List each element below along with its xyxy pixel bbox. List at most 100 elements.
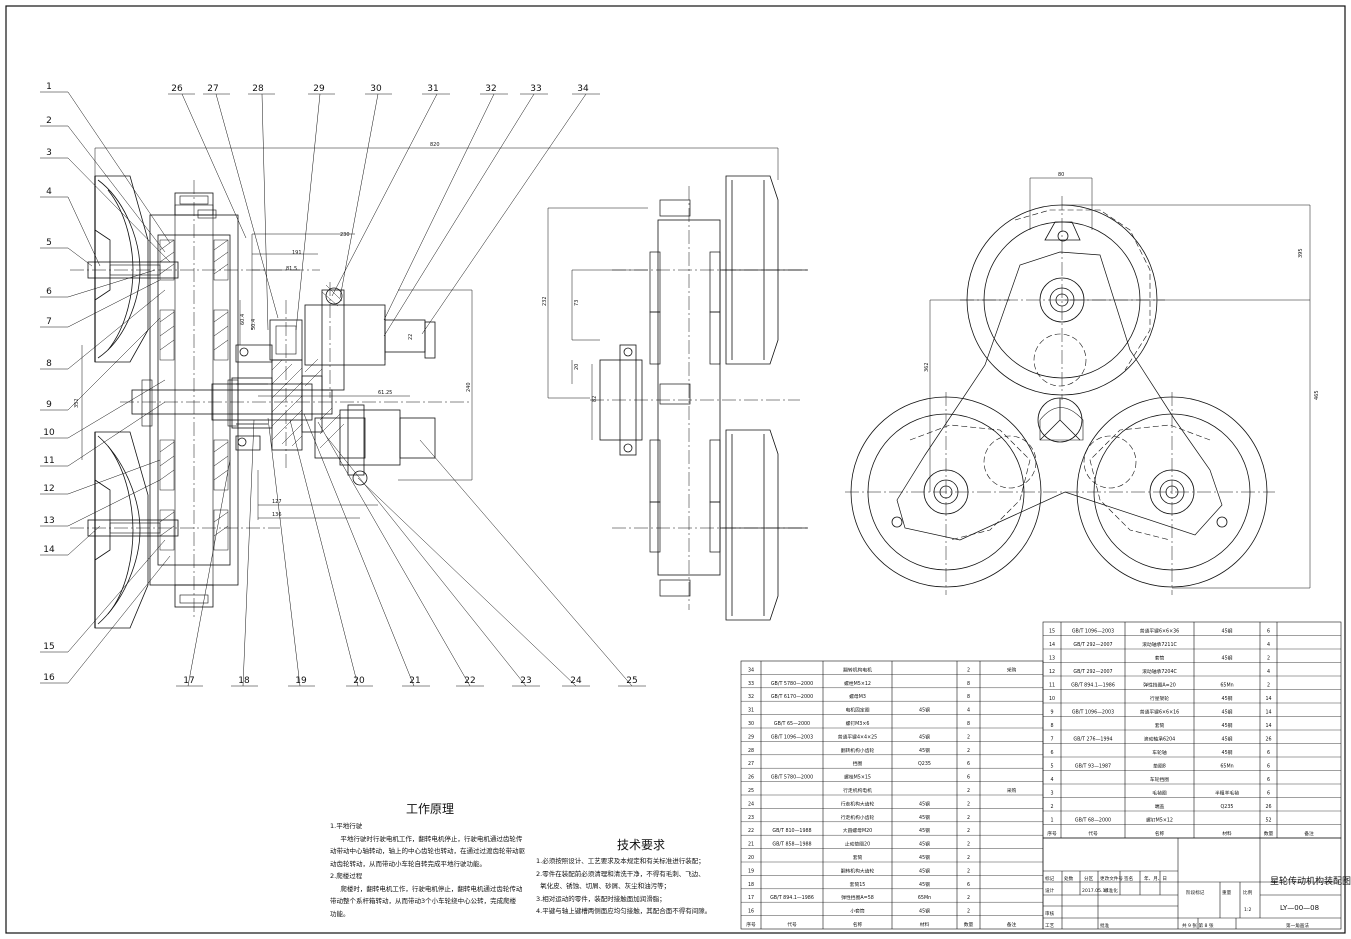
bom-cell: 6 [1267, 777, 1270, 783]
bom-cell: 26 [748, 775, 754, 781]
dim-22: 22 [408, 334, 414, 340]
bom-cell: 26 [1265, 737, 1271, 743]
dimension-labels: 820 230 191 81.5 60.4 50.4 61.25 127 136… [74, 142, 1320, 518]
bom-cell: GB/T 292—2007 [1073, 642, 1112, 648]
bom-cell: 2 [967, 895, 970, 901]
dim-362: 362 [924, 362, 930, 372]
dim-80: 80 [1058, 172, 1064, 178]
bom-cell: 采购 [1007, 666, 1017, 673]
bom-cell: GB/T 6170—2000 [771, 694, 813, 700]
bom-cell: 1 [1050, 818, 1053, 824]
bom-header-cell: 序号 [746, 921, 756, 928]
star-wheel-view [845, 177, 1311, 595]
bom-cell: 挡圈 [853, 760, 863, 767]
bom-cell: 45钢 [919, 733, 930, 740]
side-view [547, 175, 810, 621]
balloon-14: 14 [43, 545, 55, 555]
bom-cell: 45钢 [1222, 736, 1233, 743]
principle-line: 动齿轮转动，从而带动小车轮自转完成平地行驶功能。 [330, 859, 486, 868]
bom-cell: 65Mn [918, 895, 931, 901]
bom-left-grid [740, 660, 1044, 930]
bom-cell: 车轮挡圈 [1150, 776, 1169, 783]
bom-cell: 6 [967, 882, 970, 888]
bom-cell: 30 [748, 721, 754, 727]
bom-cell: 14 [1265, 723, 1271, 729]
bom-cell: GB/T 5780—2000 [771, 681, 813, 687]
balloon-23: 23 [520, 676, 531, 686]
bom-cell: 端盖 [1155, 803, 1165, 810]
bom-cell: 螺栓M5×12 [844, 680, 871, 687]
balloon-1: 1 [46, 82, 52, 92]
bom-cell: 毛毡圈 [1152, 790, 1167, 797]
balloon-21: 21 [409, 676, 420, 686]
dim-230: 230 [340, 232, 350, 238]
bom-cell: 弹性挡圈A=58 [841, 894, 874, 901]
bom-cell: 45钢 [919, 747, 930, 754]
bom-cell: 5 [1050, 764, 1053, 770]
bom-cell: GB/T 292—2007 [1073, 669, 1112, 675]
bom-cell: 套筒 [1155, 722, 1165, 729]
rev-doc: 更改文件号 [1100, 875, 1123, 882]
tech-line: 氧化皮、锈蚀、切屑、砂屑、灰尘和油污等； [536, 882, 671, 890]
bom-cell: Q235 [918, 761, 931, 767]
balloon-11: 11 [43, 456, 54, 466]
bom-header-cell: 序号 [1047, 830, 1057, 837]
bom-cell: 6 [967, 761, 970, 767]
bom-header-cell: 代号 [1088, 830, 1098, 837]
bom-cell: 45钢 [919, 827, 930, 834]
tech-line: 3.相对运动的零件，装配时接触面加润滑脂； [536, 894, 666, 903]
balloon-16: 16 [43, 673, 55, 683]
bom-cell: 34 [748, 667, 754, 673]
bom-cell: 45钢 [919, 841, 930, 848]
dim-240: 240 [466, 382, 472, 392]
bom-cell: GB/T 858—1988 [772, 842, 811, 848]
standard-label: 标准化 [1104, 887, 1118, 894]
bom-header-cell: 备注 [1304, 830, 1314, 837]
bom-cell: 33 [748, 681, 754, 687]
bom-cell: 4 [1267, 669, 1270, 675]
bom-cell: 17 [748, 895, 754, 901]
balloon-32: 32 [485, 84, 496, 94]
bom-cell: 2 [967, 868, 970, 874]
working-principle: 工作原理 1.平地行驶 平地行驶时行驶电机工作，翻转电机停止，行驶电机通过齿轮传… [330, 800, 530, 920]
bom-cell: GB/T 5780—2000 [771, 775, 813, 781]
bom-cell: 45钢 [919, 854, 930, 861]
principle-line: 动带动中心轴转动，轴上的中心齿轮也转动，在通过过渡齿轮带动驱 [330, 847, 525, 855]
principle-line: 爬楼时，翻转电机工作，行驶电机停止，翻转电机通过齿轮传动 [330, 884, 523, 893]
bom-cell: 2 [967, 667, 970, 673]
process-label: 工艺 [1045, 923, 1055, 929]
stage-label: 阶段标记 [1186, 889, 1205, 896]
bom-cell: 止动垫圈20 [845, 841, 870, 848]
bom-cell: 27 [748, 761, 754, 767]
bom-cell: 19 [748, 868, 754, 874]
bom-cell: 弹性挡圈A=20 [1143, 682, 1176, 689]
principle-line: 1.平地行驶 [330, 822, 363, 830]
rev-date: 年、月、日 [1144, 875, 1167, 882]
bom-cell: 13 [1049, 656, 1055, 662]
title-block-grid [1042, 837, 1342, 930]
balloon-28: 28 [252, 84, 264, 94]
bom-cell: 25 [748, 788, 754, 794]
bom-cell: 20 [748, 855, 754, 861]
bom-cell: 6 [1050, 750, 1053, 756]
rev-sign: 签名 [1124, 875, 1133, 882]
scale-value: 1:2 [1244, 907, 1251, 913]
balloon-24: 24 [570, 676, 582, 686]
weight-label: 重量 [1222, 889, 1232, 896]
bom-cell: 24 [748, 801, 754, 807]
bom-cell: 2 [967, 815, 970, 821]
drawing-number: LY—00—08 [1280, 904, 1319, 912]
dim-60-4: 60.4 [240, 314, 246, 325]
principle-line: 2.爬楼过程 [330, 872, 363, 880]
bom-cell: 4 [1267, 642, 1270, 648]
balloon-12: 12 [43, 484, 54, 494]
bom-cell: 2 [967, 734, 970, 740]
bom-cell: 45钢 [1222, 628, 1233, 635]
bom-cell: 小套筒 [850, 908, 865, 915]
leader-lines [40, 91, 646, 687]
balloon-22: 22 [464, 676, 475, 686]
dim-127: 127 [272, 499, 282, 505]
bom-cell: 29 [748, 734, 754, 740]
bom-cell: 14 [1049, 642, 1055, 648]
